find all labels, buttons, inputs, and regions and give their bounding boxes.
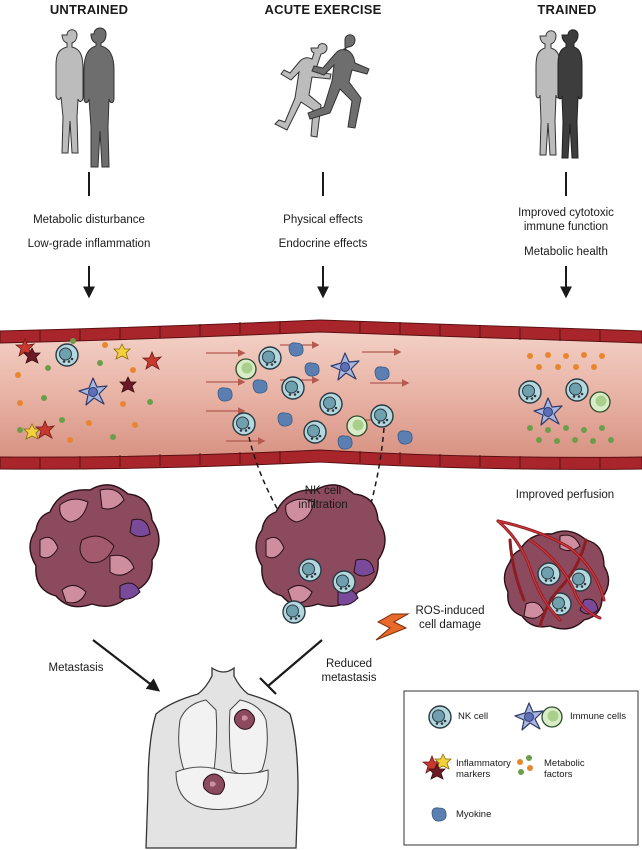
- legend-immune-cells-label: Immune cells: [570, 711, 626, 722]
- untrained-tumor: [29, 484, 160, 608]
- reduced-metastasis-label: Reduced metastasis: [321, 658, 377, 685]
- down-arrows: [83, 266, 572, 299]
- trained-line2: Metabolic health: [524, 246, 608, 258]
- trained-line1: Improved cytotoxic immune function: [518, 207, 614, 234]
- untrained-line2: Low-grade inflammation: [27, 238, 151, 250]
- untrained-title: UNTRAINED: [49, 2, 129, 17]
- acute-line2: Endocrine effects: [278, 238, 368, 250]
- legend-myokine-label: Myokine: [456, 809, 492, 820]
- legend-box: [403, 690, 639, 846]
- metastasis-label: Metastasis: [48, 662, 104, 674]
- untrained-people-icon: [55, 27, 115, 168]
- metastasis-arrow: [92, 639, 161, 692]
- human-torso-icon: [145, 666, 299, 849]
- legend-inflammatory-label: Inflammatory markers: [456, 758, 511, 781]
- running-people-icon: [274, 34, 370, 138]
- acute-line1: Physical effects: [283, 214, 363, 226]
- reduced-metastasis-inhibitor: [259, 639, 323, 695]
- blood-vessel: [0, 319, 642, 470]
- legend-nk-cell-label: NK cell: [458, 711, 489, 722]
- trained-title: TRAINED: [537, 2, 597, 17]
- nk-infiltration-label: NK cell infiltration: [298, 485, 348, 512]
- acute-tumor: [255, 484, 386, 624]
- legend-metabolic-label: Metabolic factors: [544, 758, 585, 781]
- column-dividers: [88, 172, 567, 196]
- trained-tumor: [496, 519, 610, 630]
- untrained-line1: Metabolic disturbance: [33, 214, 145, 226]
- untrained-vessel-contents: [15, 338, 162, 443]
- improved-perfusion-label: Improved perfusion: [515, 489, 615, 501]
- trained-vessel-contents: [518, 352, 614, 444]
- ros-damage-label: ROS-induced cell damage: [415, 605, 485, 632]
- ros-lightning-icon: [375, 613, 410, 641]
- trained-people-icon: [535, 29, 583, 159]
- acute-vessel-contents: [206, 341, 413, 450]
- acute-exercise-title: ACUTE EXERCISE: [264, 2, 382, 17]
